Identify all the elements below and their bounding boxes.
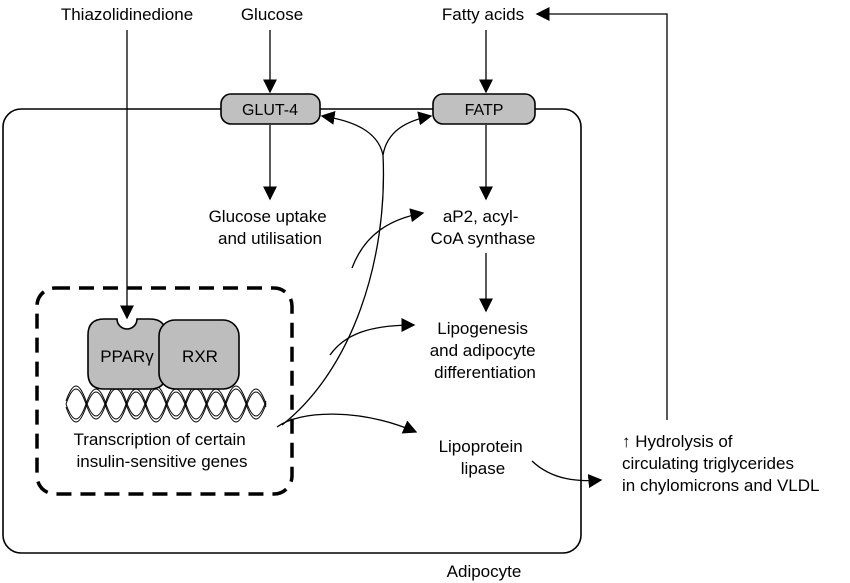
glut4-receptor — [220, 93, 321, 125]
arrow-to-lipoprotein-lipase — [276, 413, 418, 434]
nucleus-dashed-box — [35, 286, 294, 496]
glucose-uptake-label: Glucose uptake and utilisation — [209, 207, 332, 248]
stalk-curve — [281, 154, 385, 426]
arrow-hydrolysis-to-fattyacids — [535, 7, 668, 420]
fatty-acids-label: Fatty acids — [442, 5, 524, 24]
arrow-lipase-to-hydrolysis — [531, 460, 603, 489]
transcription-label: Transcription of certain insulin-sensiti… — [73, 430, 250, 471]
thiazolidinedione-label: Thiazolidinedione — [61, 5, 193, 24]
dna-helix — [65, 385, 267, 423]
lipoprotein-lipase-label: Lipoprotein lipase — [439, 437, 528, 478]
arrow-to-fatp — [382, 111, 433, 156]
arrows — [120, 7, 668, 489]
ap2-label: aP2, acyl- CoA synthase — [431, 207, 536, 248]
arrow-to-lipogenesis — [329, 318, 416, 356]
ppar-gamma-label: PPARγ — [100, 347, 154, 366]
hydrolysis-label: ↑ Hydrolysis of circulating triglyceride… — [622, 432, 819, 495]
fatp-label: FATP — [465, 102, 504, 119]
fatp-receptor — [432, 93, 536, 125]
lipogenesis-label: Lipogenesis and adipocyte differentiatio… — [430, 319, 541, 382]
glucose-label: Glucose — [241, 5, 303, 24]
rxr-label: RXR — [182, 347, 218, 366]
rxr-protein — [158, 319, 240, 390]
glut4-label: GLUT-4 — [242, 102, 298, 119]
adipocyte-label: Adipocyte — [447, 562, 522, 581]
arrow-to-glut4 — [320, 110, 384, 156]
arrow-to-ap2 — [351, 208, 425, 269]
